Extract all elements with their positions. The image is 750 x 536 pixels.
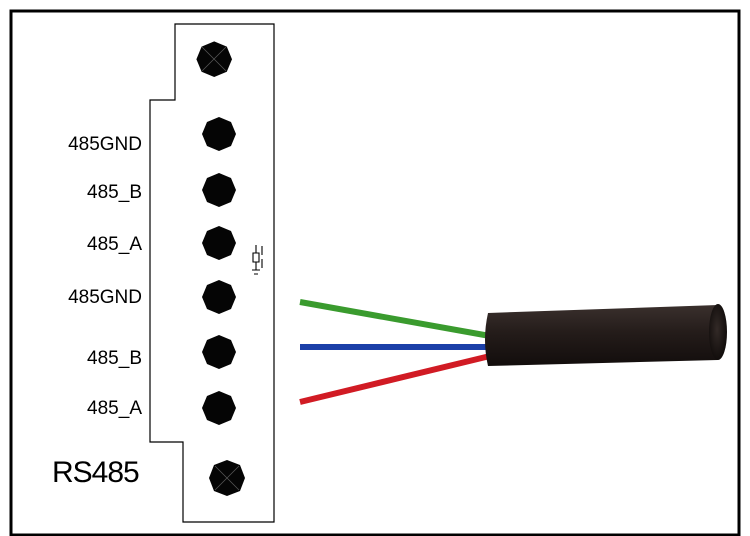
pin-label-1: 485GND xyxy=(68,134,142,155)
pin-label-5: 485_B xyxy=(87,348,142,369)
pin-label-4: 485GND xyxy=(68,287,142,308)
pin-label-3: 485_A xyxy=(87,234,142,255)
screw-terminal-5 xyxy=(202,335,236,369)
screw-terminal-6 xyxy=(202,391,236,425)
screw-terminal-4 xyxy=(202,280,236,314)
screw-terminal-3 xyxy=(202,226,236,260)
termination-resistor-symbol xyxy=(252,245,263,275)
pin-label-6: 485_A xyxy=(87,398,142,419)
terminal-block-outline xyxy=(149,23,275,523)
screw-terminal-2 xyxy=(202,173,236,207)
diagram-frame xyxy=(9,9,741,536)
pin-labels: 485GND 485_B 485_A 485GND 485_B 485_A xyxy=(68,134,142,419)
pin-label-2: 485_B xyxy=(87,182,142,203)
red-wire xyxy=(299,353,491,405)
screw-terminal-1 xyxy=(202,117,236,151)
screw-terminals xyxy=(196,41,245,496)
green-wire xyxy=(299,299,491,339)
cable-jacket xyxy=(485,304,727,366)
cable-wires xyxy=(299,299,491,405)
connector-label: RS485 xyxy=(52,456,139,489)
